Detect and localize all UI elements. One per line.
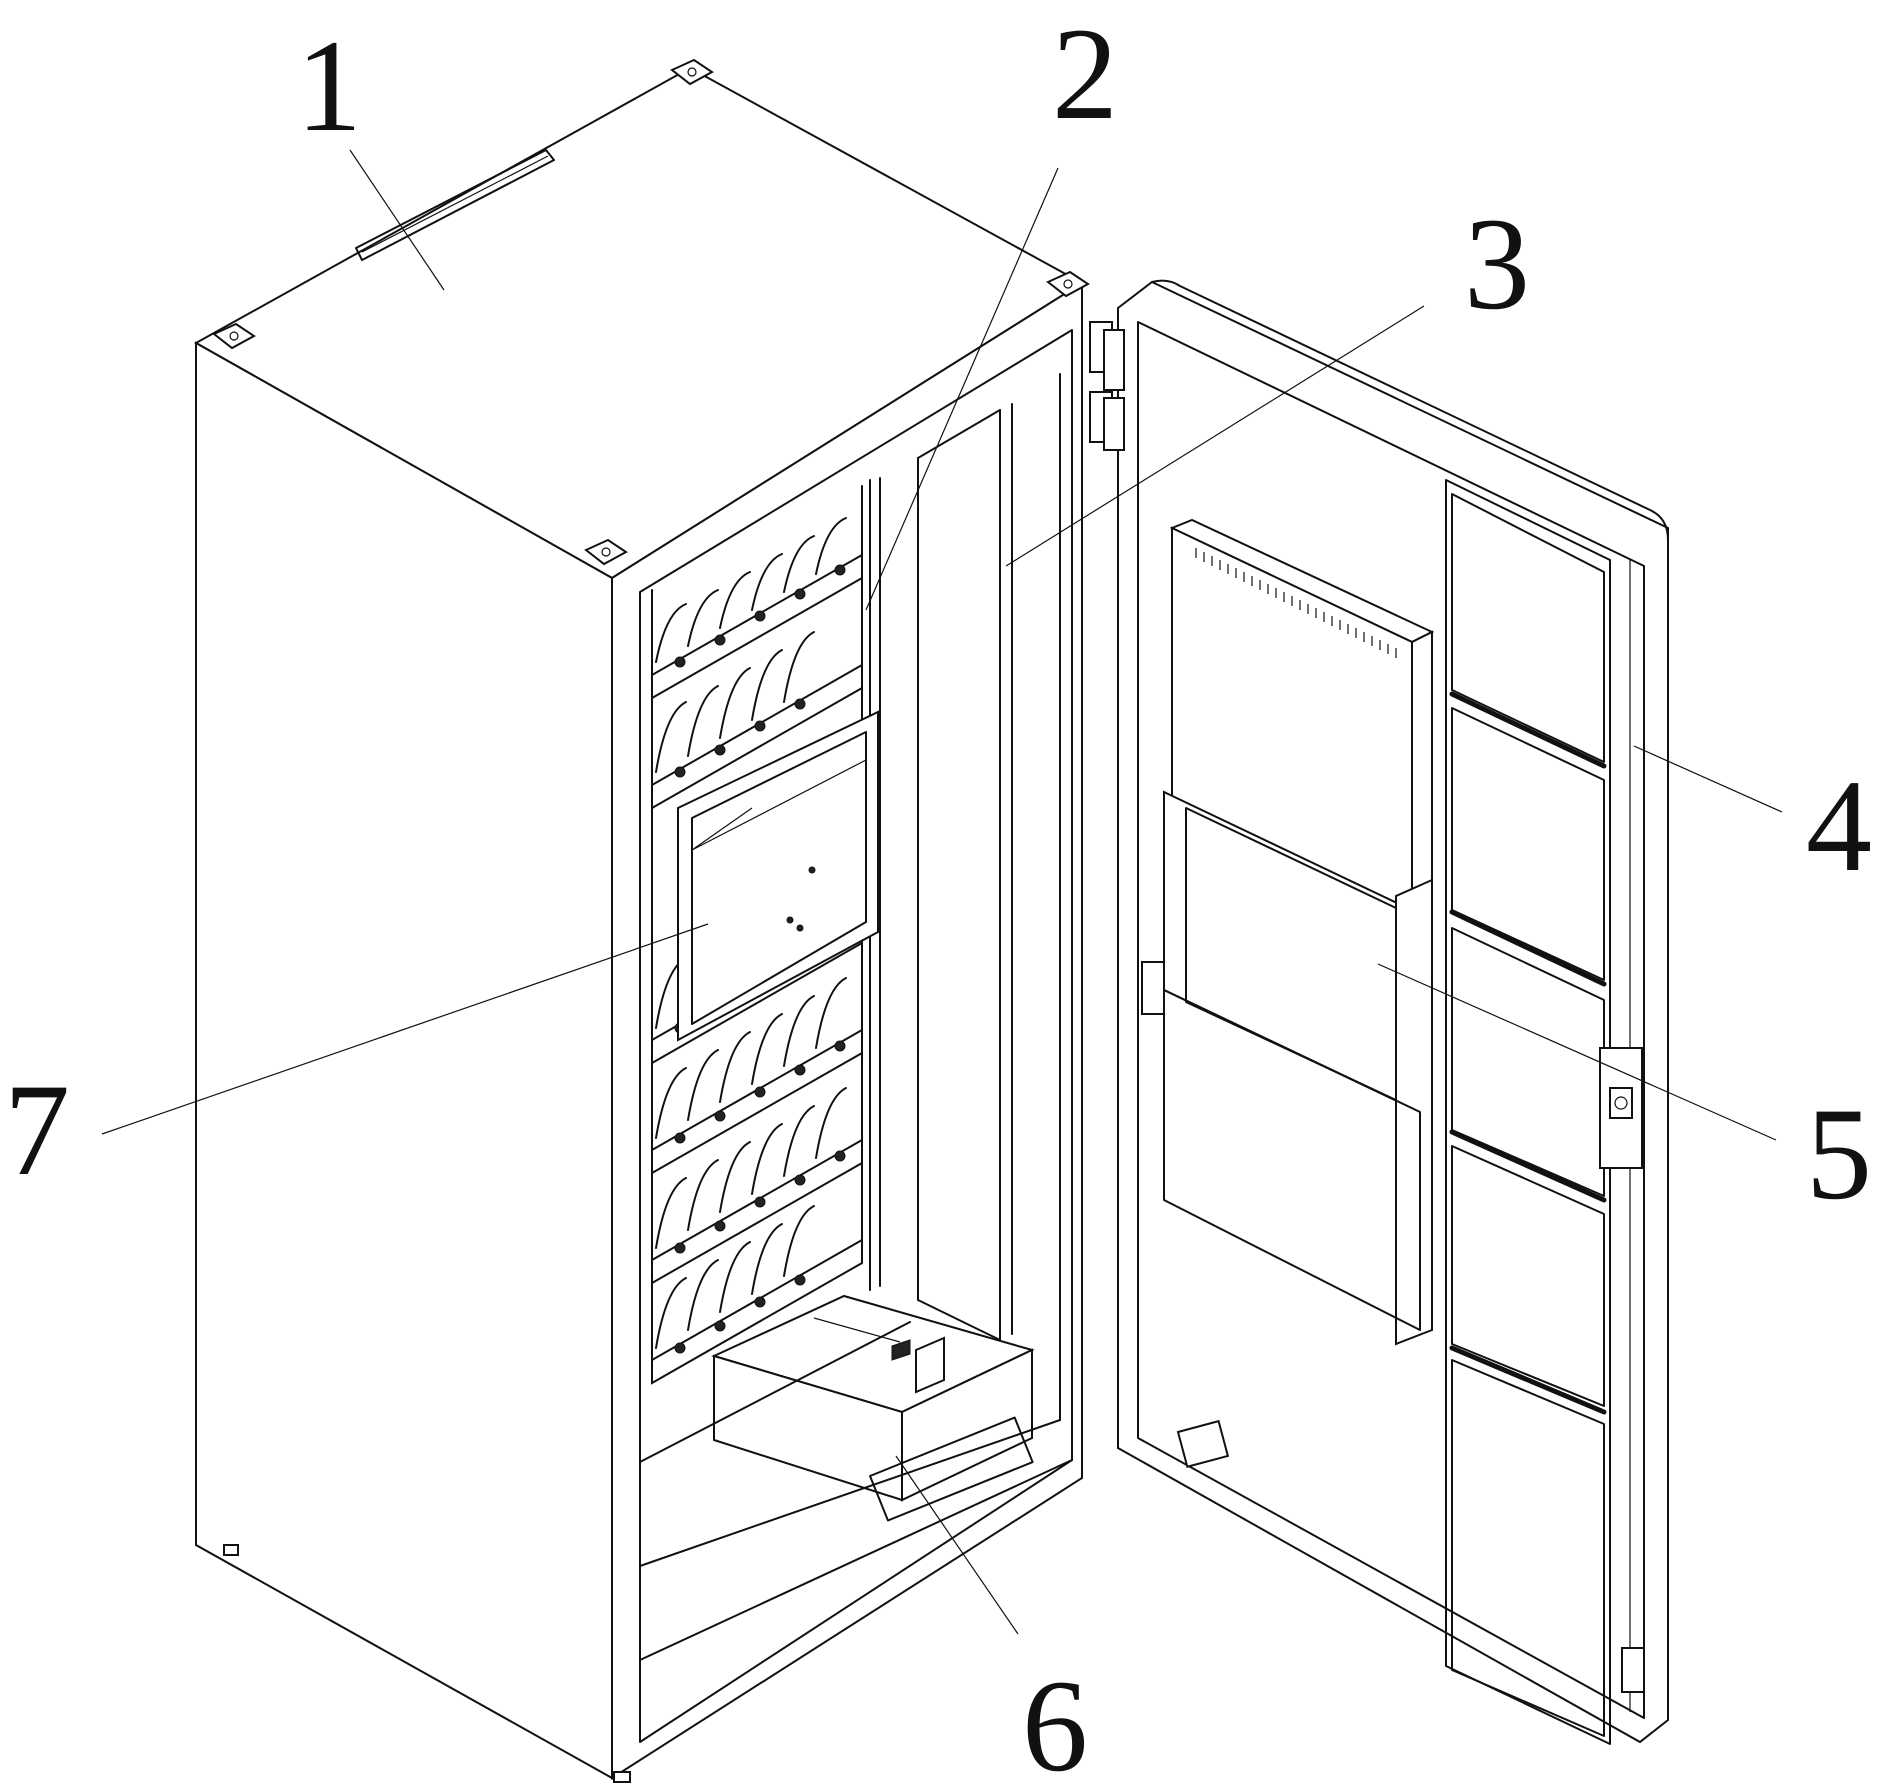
callout-6: 6	[1022, 1652, 1088, 1785]
vent-slots	[1195, 548, 1397, 658]
leader-lines	[101, 149, 1783, 1635]
callout-4: 4	[1806, 752, 1872, 899]
callout-7: 7	[4, 1056, 70, 1203]
callout-2: 2	[1052, 0, 1118, 147]
cabinet-body	[193, 58, 1113, 1783]
shelf-fasteners	[674, 564, 846, 1354]
top-slot	[355, 149, 555, 261]
callout-3: 3	[1464, 190, 1530, 337]
foot	[223, 1544, 239, 1556]
top-brackets	[212, 58, 1090, 566]
interior-rack	[639, 373, 1073, 1661]
lift-module	[639, 1294, 1073, 1661]
cabinet-door	[1103, 279, 1669, 1745]
door-display-module	[1141, 790, 1433, 1346]
pickup-window	[677, 710, 879, 1042]
cabinet-side-panel	[195, 341, 613, 1780]
callout-5: 5	[1806, 1080, 1872, 1227]
callout-1: 1	[296, 12, 362, 159]
door-window-column	[1445, 479, 1611, 1745]
callout-labels: 1 2 3 4 5 6 7	[4, 0, 1872, 1790]
foot	[613, 1771, 631, 1783]
door-lock	[1599, 1047, 1643, 1169]
